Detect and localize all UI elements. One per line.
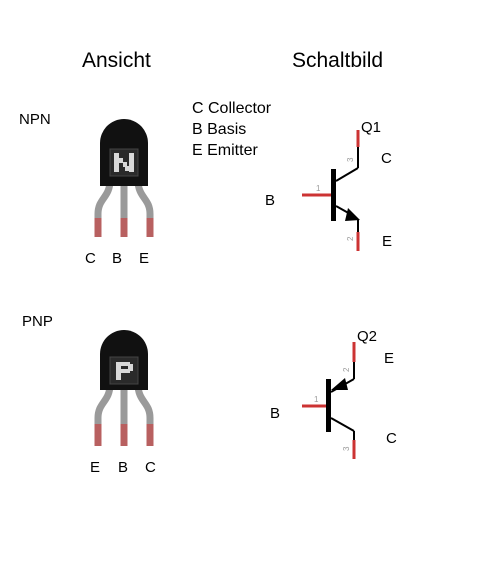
pnp-emitter-label: E <box>384 350 395 367</box>
pnp-symbol <box>302 342 356 459</box>
npn-pin-label-2: B <box>112 250 123 267</box>
npn-type-label: NPN <box>19 111 51 128</box>
npn-body-letter-icon <box>114 153 134 172</box>
npn-pin-label-3: E <box>139 250 150 267</box>
npn-base-bar <box>331 169 336 221</box>
pnp-type-label: PNP <box>22 313 53 330</box>
pnp-collector-label: C <box>386 430 397 447</box>
emitter-arrow-icon <box>331 378 348 390</box>
npn-base-label: B <box>265 192 276 209</box>
npn-emitter-label: E <box>382 233 393 250</box>
pnp-pin-label-2: B <box>118 459 129 476</box>
legend-base: B Basis <box>192 121 247 138</box>
pnp-collector-lead <box>330 417 355 432</box>
legend-emitter: E Emitter <box>192 142 258 159</box>
pnp-package <box>94 330 154 446</box>
npn-legs <box>94 179 154 237</box>
npn-pin-emitter-number: 2 <box>346 236 355 241</box>
npn-collector-lead <box>335 167 359 182</box>
schematic-heading: Schaltbild <box>292 49 384 72</box>
npn-pin-base-number: 1 <box>316 184 321 193</box>
npn-ref-designator: Q1 <box>361 119 382 136</box>
npn-symbol <box>302 130 360 251</box>
pnp-pin-collector-number: 3 <box>342 446 351 451</box>
pnp-pin-label-3: C <box>145 459 156 476</box>
pnp-base-label: B <box>270 405 281 422</box>
pnp-pin-label-1: E <box>90 459 101 476</box>
legend-collector: C Collector <box>192 100 272 117</box>
view-heading: Ansicht <box>82 49 151 72</box>
pnp-base-bar <box>326 379 331 432</box>
emitter-arrow-icon <box>345 208 360 221</box>
pnp-pin-emitter-number: 2 <box>342 367 351 372</box>
npn-pin-label-1: C <box>85 250 96 267</box>
pnp-body-letter-icon <box>116 362 133 380</box>
pnp-legs <box>94 383 154 446</box>
npn-pin-collector-number: 3 <box>346 157 355 162</box>
npn-collector-label: C <box>381 150 392 167</box>
pin-legend: C Collector B Basis E Emitter <box>192 98 271 161</box>
pnp-pin-base-number: 1 <box>314 395 319 404</box>
npn-package <box>94 119 154 237</box>
pnp-ref-designator: Q2 <box>357 328 378 345</box>
